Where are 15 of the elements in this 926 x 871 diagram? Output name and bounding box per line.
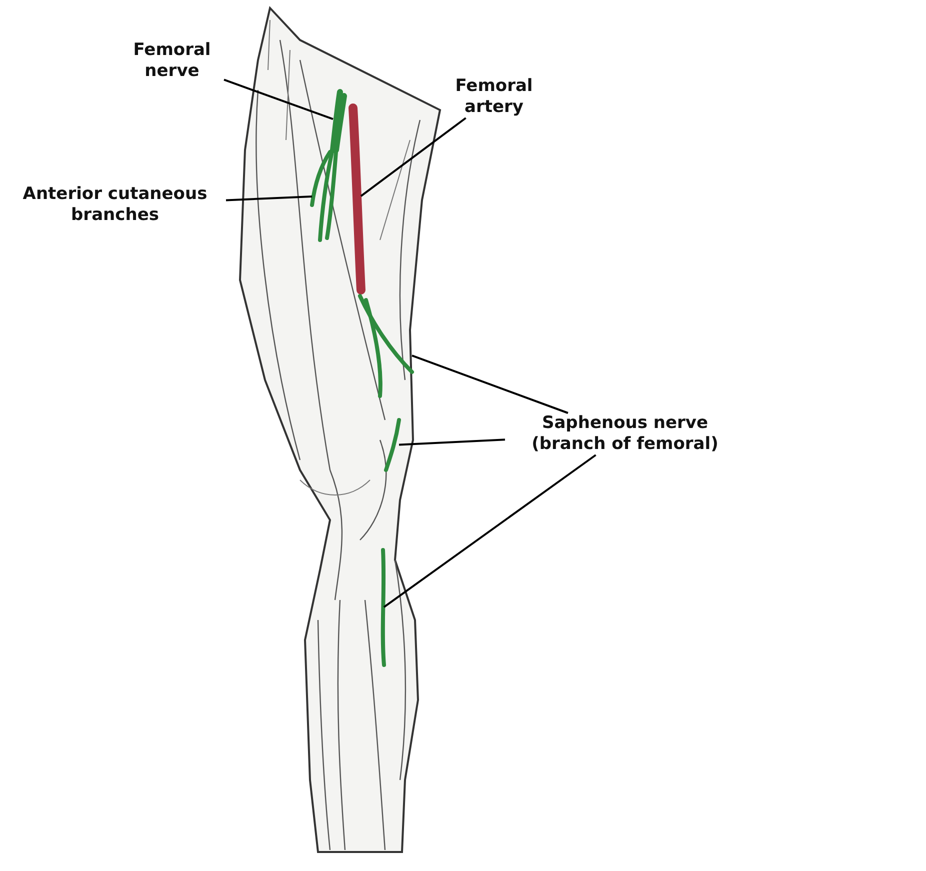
saphenous-nerve xyxy=(358,294,414,398)
label-text: Anterior cutaneous branches xyxy=(4,184,226,226)
cutaneous-branches xyxy=(310,150,338,242)
saphenous-nerve xyxy=(384,418,401,472)
label-text: Femoral artery xyxy=(436,76,552,118)
leader-line xyxy=(383,454,596,608)
leader-line xyxy=(360,117,466,197)
leader-line xyxy=(398,438,506,446)
label-text: Femoral nerve xyxy=(120,40,224,82)
saphenous-nerve xyxy=(380,548,386,667)
leader-line xyxy=(412,354,568,414)
label-text: Saphenous nerve (branch of femoral) xyxy=(505,413,745,455)
femoral-artery xyxy=(348,104,366,294)
leader-line xyxy=(224,78,334,120)
femoral-nerve xyxy=(330,89,347,153)
